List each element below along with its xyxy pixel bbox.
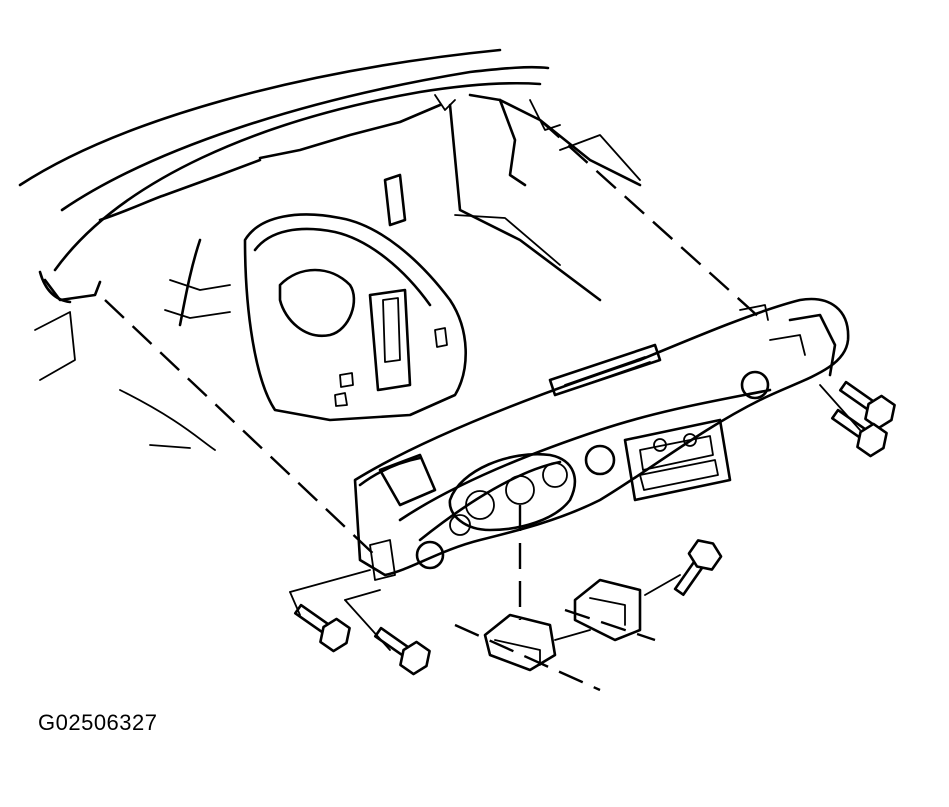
firewall-area xyxy=(383,93,642,302)
bolt-icon xyxy=(293,603,351,653)
bracket-icon xyxy=(573,578,642,642)
bolt-icon xyxy=(838,380,896,430)
leader-lines xyxy=(104,119,761,692)
bolt-icon xyxy=(373,626,431,676)
bracket-icon xyxy=(483,613,591,672)
cowl-frame xyxy=(18,48,550,451)
bolt-leaders xyxy=(289,384,861,651)
figure-id-label: G02506327 xyxy=(38,710,158,735)
console-housing xyxy=(164,213,467,422)
instrument-panel xyxy=(353,297,850,581)
bolt-icon xyxy=(673,539,723,597)
bolt-icon xyxy=(830,408,888,458)
